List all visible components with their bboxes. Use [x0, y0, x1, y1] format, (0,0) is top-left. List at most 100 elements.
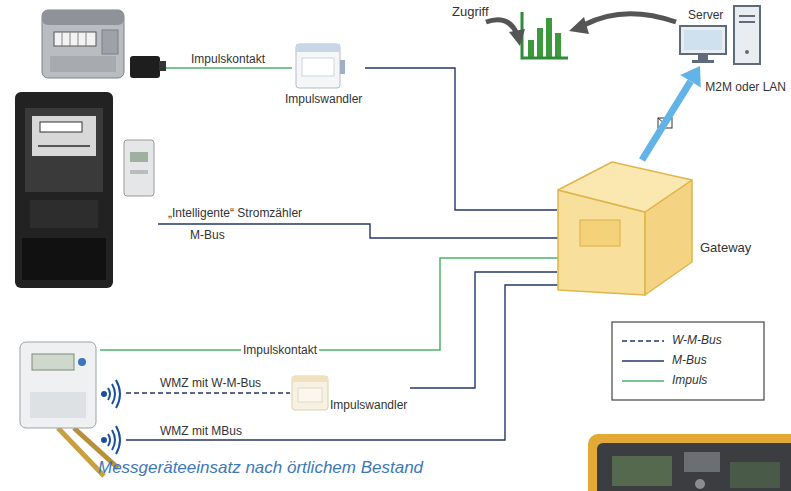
legend-box	[622, 380, 664, 382]
w-m-bus-wire	[126, 392, 290, 393]
server-icon	[680, 26, 726, 54]
impulse-converter	[340, 60, 345, 74]
node-label: Gateway	[700, 240, 751, 256]
converter-node: Impulswandler	[288, 372, 410, 415]
smart-meter-module	[124, 140, 154, 196]
connector	[642, 66, 701, 160]
legend-label: W-M-Bus	[672, 333, 722, 347]
radio-waves	[116, 426, 120, 454]
gateway-photo	[730, 462, 780, 488]
electricity-meter	[38, 145, 90, 147]
chart-icon	[555, 33, 561, 58]
heat-meter	[32, 354, 74, 370]
impulse-converter	[302, 58, 334, 76]
gas-meter	[42, 10, 124, 78]
connector-line	[365, 68, 557, 210]
impulse-converter	[292, 376, 328, 382]
node-label: Server	[688, 8, 723, 22]
gas-meter	[102, 30, 118, 54]
chart-icon	[528, 40, 534, 58]
meter-label: „Intelligente“ Stromzähler	[168, 206, 302, 220]
connector-line	[410, 272, 557, 388]
access-arrow	[486, 14, 676, 46]
server-icon	[684, 30, 722, 50]
access-arrow	[569, 17, 589, 34]
meter-label: WMZ mit W-M-Bus	[160, 376, 261, 390]
w-m-bus-wire	[126, 392, 290, 393]
access-arrow	[509, 29, 525, 46]
radio-waves	[112, 430, 115, 450]
wire-label: Impulskontakt	[241, 343, 319, 357]
smart-meter-module	[124, 140, 154, 196]
heat-meter	[20, 342, 118, 476]
server-icon	[680, 6, 760, 64]
radio-waves	[102, 392, 106, 396]
impulse-converter	[292, 376, 328, 410]
gateway-photo	[684, 452, 720, 472]
heat-meter	[78, 358, 86, 366]
gateway-photo	[588, 434, 791, 491]
electricity-meter	[32, 116, 96, 156]
server-icon	[745, 50, 749, 54]
node-label: Impulswandler	[285, 92, 362, 106]
server-icon	[739, 21, 755, 23]
gas-meter	[42, 10, 124, 78]
wire-label: M-Bus	[190, 228, 225, 242]
gas-meter	[54, 32, 96, 46]
legend-box	[622, 360, 664, 361]
radio-waves	[112, 384, 115, 404]
electricity-meter	[30, 200, 98, 228]
gas-meter	[70, 32, 71, 46]
smart-meter-module	[130, 170, 148, 174]
m-bus-wire	[126, 224, 558, 440]
impulse-converter	[292, 376, 328, 410]
chart-icon	[537, 28, 543, 58]
chart-icon	[522, 12, 568, 58]
gas-meter	[78, 32, 79, 46]
electricity-meter	[15, 92, 113, 288]
edge-label: M2M oder LAN	[705, 80, 786, 94]
node-label: Impulswandler	[330, 398, 407, 412]
legend-box	[612, 322, 764, 400]
gas-meter	[86, 32, 87, 46]
impulse-wire	[166, 67, 292, 69]
access-arrow	[584, 14, 676, 25]
radio-waves	[116, 380, 120, 408]
electricity-meter	[15, 92, 113, 288]
gateway-photo	[597, 443, 791, 491]
pulse-contact	[130, 56, 166, 78]
server-icon	[692, 60, 714, 63]
heat-meter	[30, 392, 86, 418]
caption: Messgeräteeinsatz nach örtlichem Bestand	[98, 458, 423, 478]
arrow-head	[680, 66, 700, 88]
impulse-converter	[298, 388, 322, 402]
radio-waves	[108, 434, 110, 446]
impulse-wire	[100, 68, 558, 350]
legend-box	[622, 340, 664, 341]
wire-label: Impulskontakt	[191, 52, 265, 66]
electricity-meter	[22, 238, 106, 280]
server-node: Server	[676, 4, 764, 66]
legend-box	[612, 322, 764, 400]
gateway-box	[580, 220, 620, 246]
heat-meter	[20, 342, 96, 428]
gateway-box	[558, 162, 692, 295]
radio-waves	[108, 388, 110, 400]
gateway-box	[558, 162, 692, 212]
smart-meter-module	[130, 152, 148, 162]
gas-meter	[62, 32, 63, 46]
legend-label: M-Bus	[672, 353, 707, 367]
radio-waves	[102, 438, 106, 442]
pulse-contact	[130, 56, 160, 78]
access-label: Zugriff	[452, 4, 489, 20]
chart-icon	[546, 18, 552, 58]
connector	[365, 68, 557, 210]
pulse-contact	[159, 61, 166, 71]
server-icon	[698, 54, 708, 60]
electricity-meter	[40, 122, 82, 132]
connector-line	[642, 81, 691, 160]
server-icon	[734, 6, 760, 64]
gateway-node: Gateway	[557, 160, 754, 296]
